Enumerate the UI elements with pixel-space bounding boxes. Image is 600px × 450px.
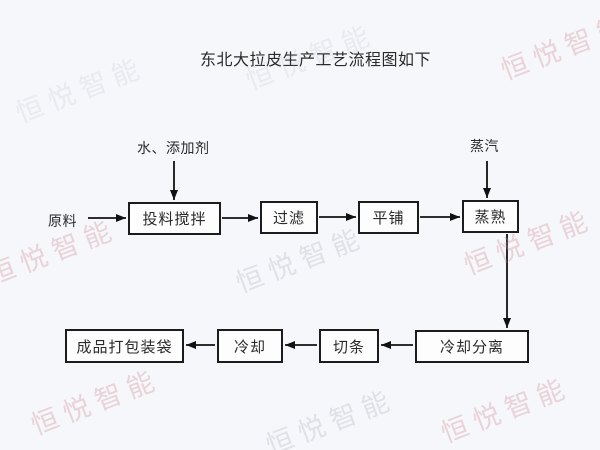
flow-box-steam-cook: 蒸熟	[462, 200, 519, 233]
flow-box-filter: 过滤	[260, 201, 318, 234]
flow-box-spread-flat: 平铺	[358, 201, 419, 234]
flow-label-raw-material: 原料	[48, 215, 77, 230]
flow-box-feed-stir: 投料搅拌	[128, 202, 221, 235]
flow-box-pack-bag: 成品打包装袋	[65, 329, 184, 363]
flow-label-steam: 蒸汽	[470, 140, 499, 155]
flow-box-cool-separate: 冷却分离	[415, 330, 529, 363]
flow-box-cut-strips: 切条	[319, 329, 379, 363]
flow-label-water-additives: 水、添加剂	[137, 142, 210, 157]
page-title: 东北大拉皮生产工艺流程图如下	[200, 52, 432, 69]
flow-box-cool: 冷却	[217, 329, 283, 363]
